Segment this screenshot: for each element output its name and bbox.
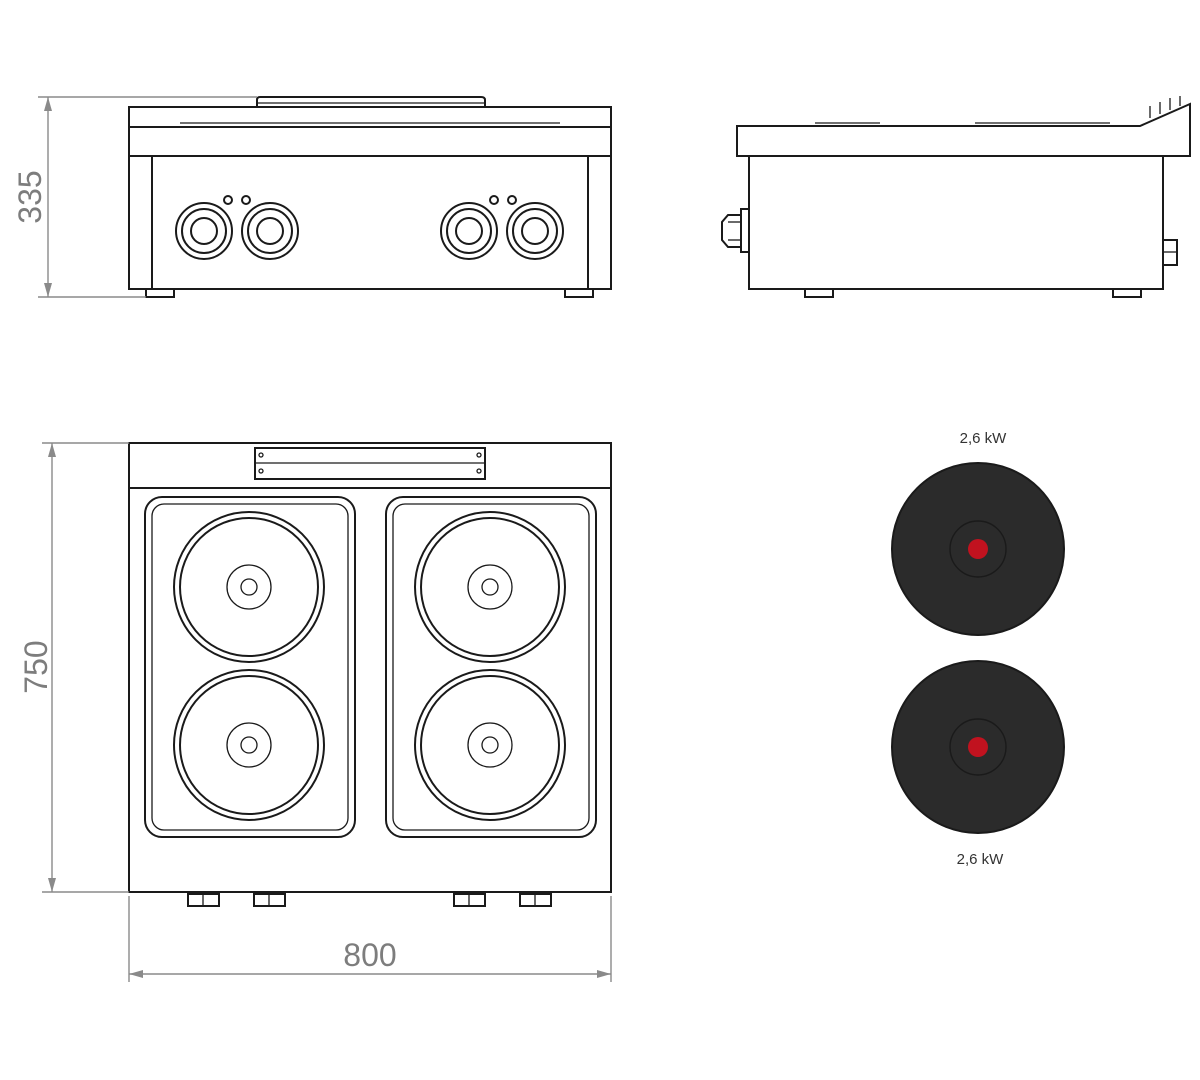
front-view [128, 96, 612, 298]
width-dimension: 800 [128, 896, 612, 982]
height-dimension-label: 335 [12, 170, 48, 223]
front-foot-right [564, 288, 594, 298]
top-view [128, 442, 612, 907]
side-knob-base [740, 208, 750, 253]
control-knob-2 [241, 202, 299, 260]
top-hotplate-1 [173, 511, 325, 663]
width-dimension-label: 800 [343, 937, 396, 973]
top-hotplate-4 [414, 669, 566, 821]
hotplate-bottom [891, 660, 1065, 834]
indicator-lamp-4 [507, 195, 517, 205]
front-top-band [128, 126, 612, 157]
front-top-rim [128, 106, 612, 128]
top-well-left [144, 496, 356, 838]
side-top-surface [736, 102, 1191, 157]
hotplate-top-power-label: 2,6 kW [960, 430, 1008, 447]
hotplate-top [891, 462, 1065, 636]
side-view [721, 96, 1191, 298]
top-hotplate-2 [173, 669, 325, 821]
control-knob-3 [440, 202, 498, 260]
front-top-handle [256, 96, 486, 107]
control-knob-4 [506, 202, 564, 260]
hotplate-bottom-indicator [968, 737, 988, 757]
height-dimension: 335 [12, 96, 257, 298]
hotplate-bottom-power-label: 2,6 kW [957, 851, 1005, 868]
top-hotplate-3 [414, 511, 566, 663]
front-body [128, 155, 612, 290]
top-knob-1 [187, 893, 220, 907]
control-knob-1 [175, 202, 233, 260]
top-knob-4 [519, 893, 552, 907]
indicator-lamp-3 [489, 195, 499, 205]
top-knob-2 [253, 893, 286, 907]
depth-dimension: 750 [18, 442, 129, 893]
top-well-right [385, 496, 597, 838]
side-foot-front [804, 288, 834, 298]
side-foot-rear [1112, 288, 1142, 298]
side-knob-profile [721, 214, 741, 248]
front-foot-left [145, 288, 175, 298]
top-outline [128, 442, 612, 893]
side-body [748, 155, 1164, 290]
top-knob-3 [453, 893, 486, 907]
depth-dimension-label: 750 [18, 640, 54, 693]
indicator-lamp-1 [223, 195, 233, 205]
indicator-lamp-2 [241, 195, 251, 205]
hotplate-detail: 2,6 kW 2,6 kW [891, 430, 1065, 868]
hotplate-top-indicator [968, 539, 988, 559]
